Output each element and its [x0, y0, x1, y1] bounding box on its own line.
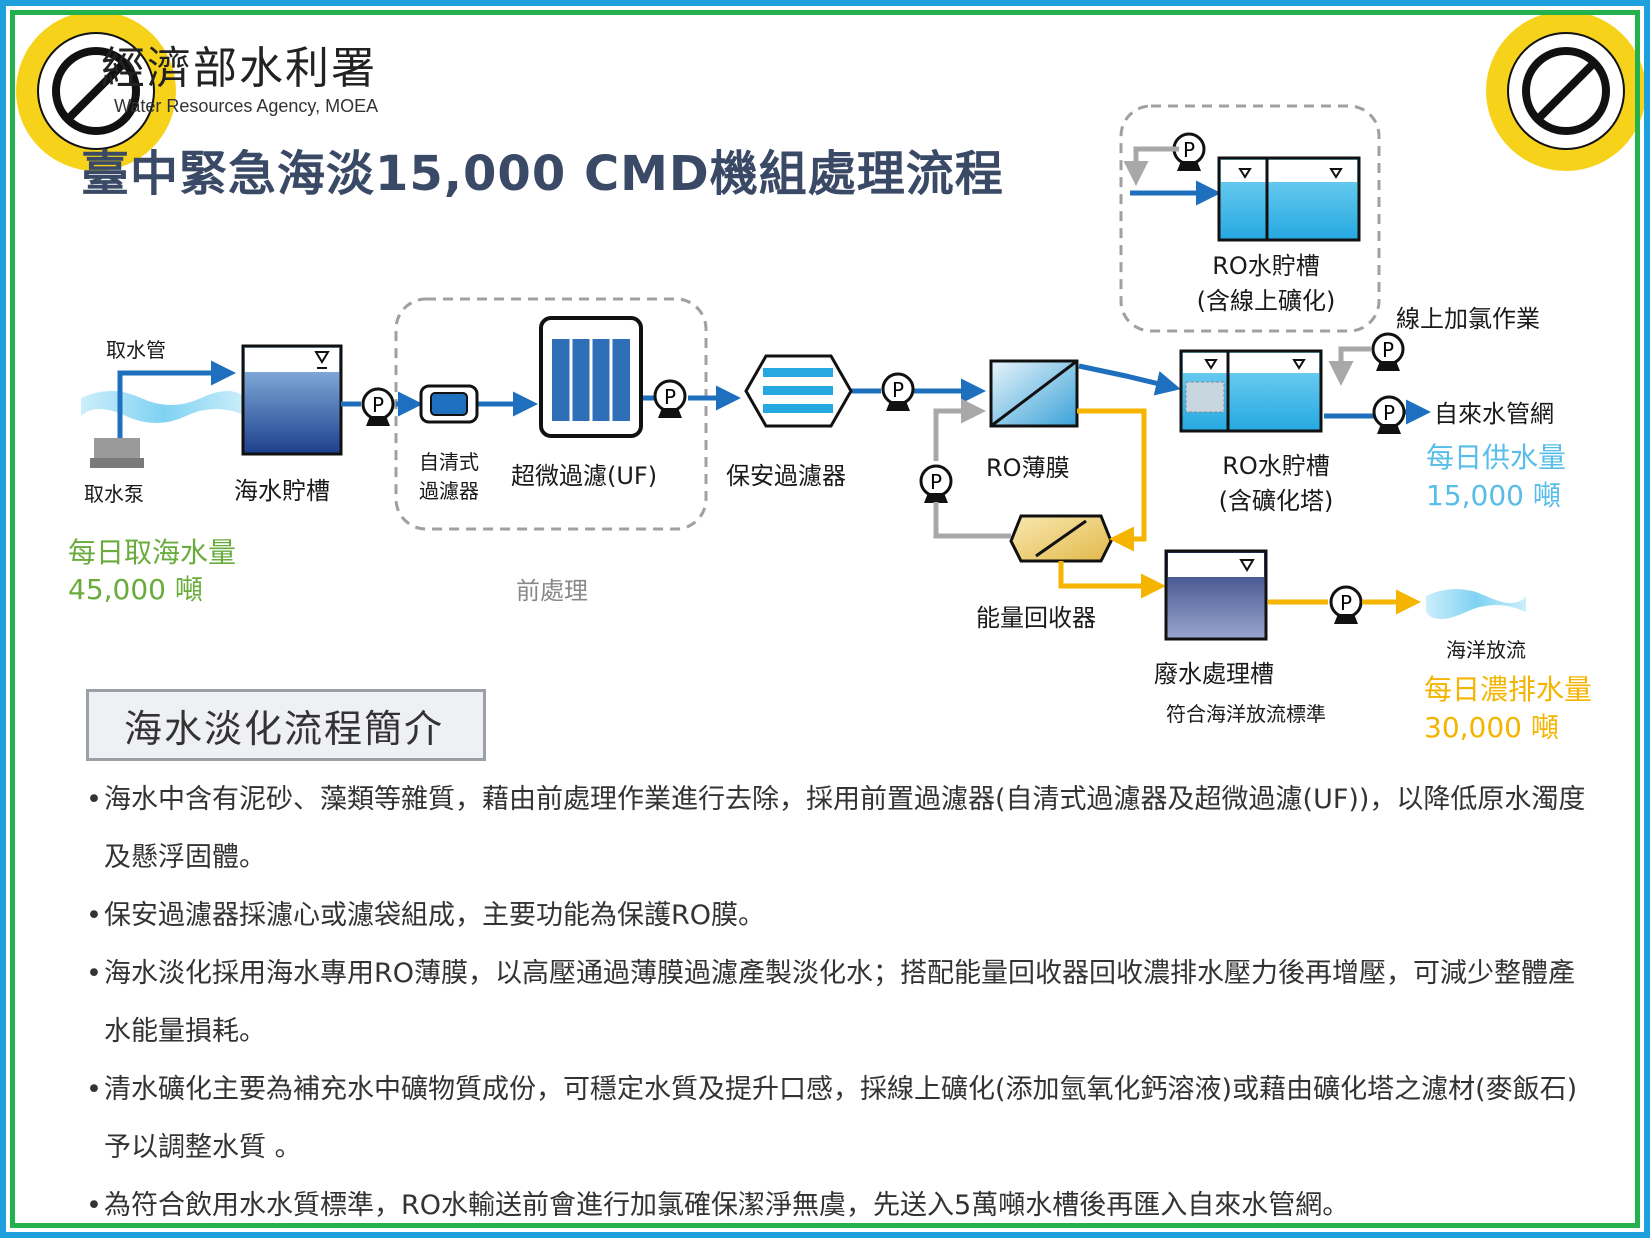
- ocean-standard-label: 符合海洋放流標準: [1166, 702, 1326, 726]
- pdf-xchange-stamp-right: [1486, 11, 1644, 171]
- ro-tank-mid-label-line1: RO水貯槽: [1222, 452, 1330, 480]
- ro-tank-mid-label: RO水貯槽 (含礦化塔): [1176, 446, 1376, 516]
- svg-text:P: P: [1183, 138, 1195, 162]
- flow-diagram: P P P P P P P P: [16, 11, 1644, 641]
- pump-6-icon: P: [1371, 332, 1405, 371]
- intake-pump-label: 取水泵: [84, 482, 144, 506]
- pump-7-icon: P: [1372, 395, 1406, 434]
- intro-bullet: 保安過濾器採濾心或濾袋組成，主要功能為保護RO膜。: [86, 887, 1596, 945]
- brine-value: 30,000 噸: [1424, 711, 1559, 744]
- intro-bullet: 清水礦化主要為補充水中礦物質成份，可穩定水質及提升口感，採線上礦化(添加氫氧化鈣…: [86, 1061, 1596, 1177]
- ocean-discharge-label: 海洋放流: [1446, 638, 1526, 662]
- svg-text:P: P: [1340, 591, 1352, 615]
- intake-value: 45,000 噸: [68, 573, 203, 606]
- svg-text:P: P: [664, 385, 676, 409]
- energy-recovery-label: 能量回收器: [976, 604, 1096, 632]
- intro-title: 海水淡化流程簡介: [124, 707, 445, 751]
- pump-1-icon: P: [361, 387, 395, 426]
- intro-bullets: 海水中含有泥砂、藻類等雜質，藉由前處理作業進行去除，採用前置過濾器(自清式過濾器…: [86, 771, 1596, 1232]
- intake-pump-icon: [94, 438, 140, 460]
- tap-network-label: 自來水管網: [1434, 400, 1554, 428]
- agency-logo-en: Water Resources Agency, MOEA: [114, 96, 379, 116]
- pretreatment-box: [394, 297, 708, 531]
- security-filter-label: 保安過濾器: [726, 462, 846, 490]
- pump-8-icon: P: [1329, 585, 1363, 624]
- online-mineral-box: [1119, 104, 1381, 333]
- uf-label: 超微過濾(UF): [511, 462, 658, 490]
- supply-label: 每日供水量: [1426, 441, 1567, 474]
- agency-logo-cn: 經濟部水利署: [101, 43, 377, 94]
- svg-text:P: P: [892, 378, 904, 402]
- intake-pipe-line: [117, 360, 236, 438]
- ro-tank-top-label-line2: (含線上礦化): [1196, 287, 1336, 315]
- svg-text:P: P: [930, 470, 942, 494]
- intake-pipe-label: 取水管: [106, 338, 166, 362]
- svg-text:P: P: [372, 393, 384, 417]
- chlorination-label: 線上加氯作業: [1396, 305, 1540, 333]
- wastewater-tank-label: 廢水處理槽: [1154, 660, 1274, 688]
- brine-label: 每日濃排水量: [1424, 673, 1593, 706]
- pdf-xchange-stamp-left: [16, 11, 176, 171]
- ro-membrane-label: RO薄膜: [986, 454, 1070, 482]
- self-clean-filter-label-line1: 自清式: [419, 450, 479, 474]
- pump-3-icon: P: [881, 372, 915, 411]
- intro-title-box: [86, 689, 486, 761]
- self-clean-filter-label: 自清式 過濾器: [414, 446, 484, 504]
- intro-bullet: 為符合飲用水水質標準，RO水輸送前會進行加氯確保潔淨無虞，先送入5萬噸水槽後再匯…: [86, 1177, 1596, 1232]
- ro-tank-mid-label-line2: (含礦化塔): [1218, 487, 1334, 515]
- pump-2-icon: P: [653, 379, 687, 418]
- intro-bullet: 海水中含有泥砂、藻類等雜質，藉由前處理作業進行去除，採用前置過濾器(自清式過濾器…: [86, 771, 1596, 887]
- seawater-tank-label: 海水貯槽: [234, 477, 330, 505]
- svg-text:P: P: [1382, 338, 1394, 362]
- page-title: 臺中緊急海淡15,000 CMD機組處理流程: [81, 146, 1004, 202]
- ocean-wave: [1426, 589, 1526, 619]
- self-clean-filter-label-line2: 過濾器: [419, 479, 479, 503]
- pump-4-icon: P: [919, 464, 953, 503]
- pump-5-icon: P: [1172, 132, 1206, 171]
- intake-label: 每日取海水量: [68, 536, 237, 569]
- intro-bullet: 海水淡化採用海水專用RO薄膜，以高壓通過薄膜過濾產製淡化水；搭配能量回收器回收濃…: [86, 945, 1596, 1061]
- pretreatment-label: 前處理: [516, 577, 588, 605]
- ro-tank-top-label-line1: RO水貯槽: [1212, 252, 1320, 280]
- ro-tank-top-label: RO水貯槽 (含線上礦化): [1166, 246, 1366, 316]
- svg-text:P: P: [1383, 401, 1395, 425]
- intake-wave: [81, 391, 246, 423]
- supply-value: 15,000 噸: [1426, 479, 1561, 512]
